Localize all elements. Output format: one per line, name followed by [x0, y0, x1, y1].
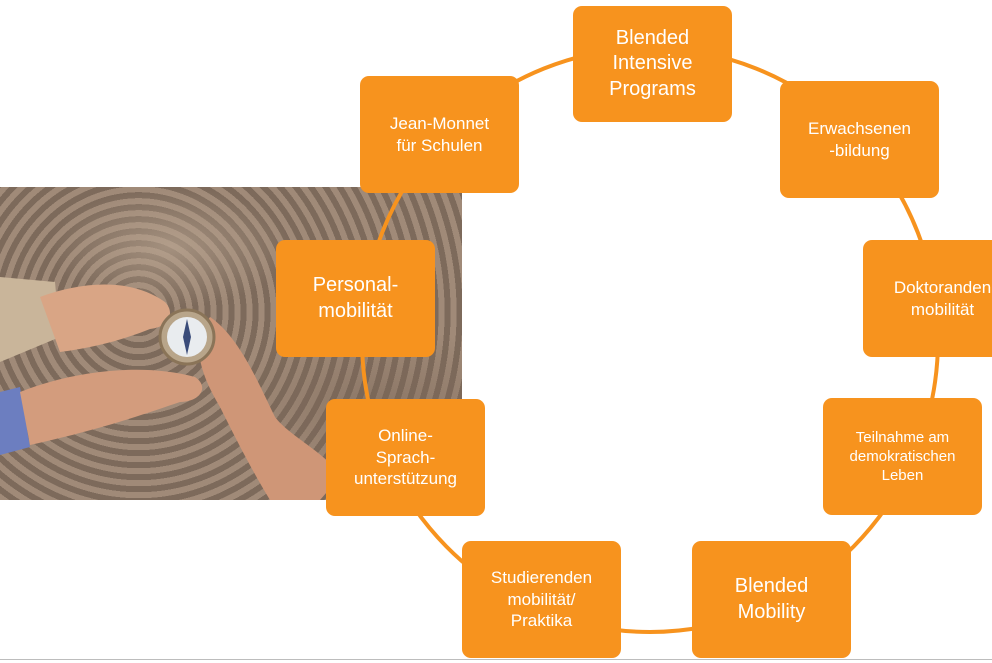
bottom-divider	[0, 659, 992, 660]
node-online-sprachunterstuetzung: Online- Sprach- unterstützung	[326, 399, 485, 516]
node-teilnahme-demokratischen-leben: Teilnahme am demokratischen Leben	[823, 398, 982, 515]
node-doktorandenmobilitaet: Doktoranden mobilität	[863, 240, 992, 357]
node-blended-intensive-programs: Blended Intensive Programs	[573, 6, 732, 122]
node-blended-mobility: Blended Mobility	[692, 541, 851, 658]
node-jean-monnet-fuer-schulen: Jean-Monnet für Schulen	[360, 76, 519, 193]
node-erwachsenenbildung: Erwachsenen -bildung	[780, 81, 939, 198]
node-studierendenmobilitaet-praktika: Studierenden mobilität/ Praktika	[462, 541, 621, 658]
node-personalmobilitaet: Personal- mobilität	[276, 240, 435, 357]
compass-hands-illustration	[0, 277, 340, 500]
